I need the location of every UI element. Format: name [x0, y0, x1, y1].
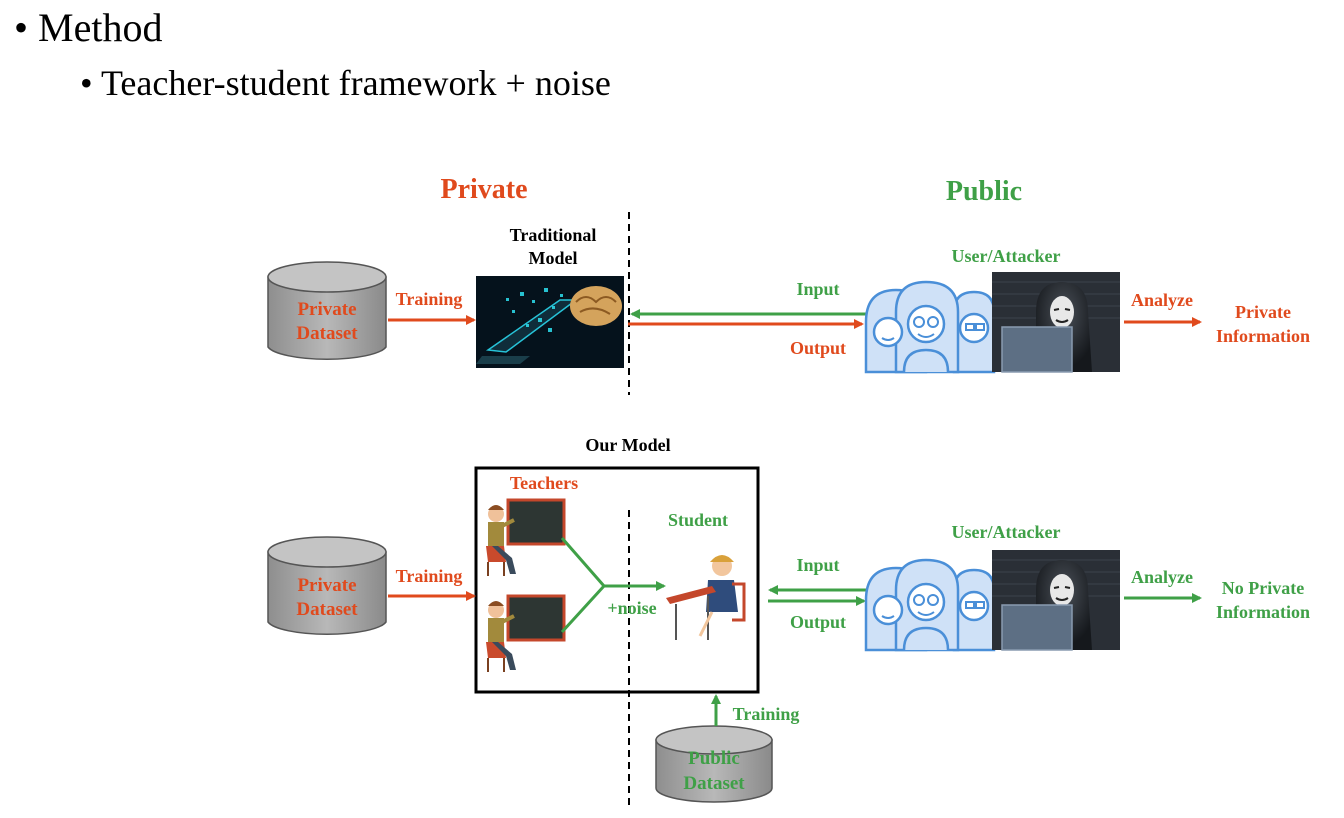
- input-label-bottom: Input: [796, 555, 839, 575]
- result-label-top-2: Information: [1216, 326, 1310, 346]
- training-label-bottom: Training: [396, 566, 463, 586]
- users-icon-top: [864, 280, 996, 374]
- private-dataset-cylinder-bottom: [267, 536, 387, 636]
- training-label-top: Training: [396, 289, 463, 309]
- hacker-icon-bottom: [991, 549, 1121, 651]
- result-label-top-1: Private: [1235, 302, 1291, 322]
- bullet-framework: • Teacher-student framework + noise: [80, 63, 611, 103]
- public-dataset-label-1: Public: [688, 748, 740, 769]
- user-attacker-label-top: User/Attacker: [952, 246, 1061, 266]
- users-icon-bottom: [864, 558, 996, 652]
- result-label-bottom-1: No Private: [1222, 578, 1304, 598]
- teacher-icon-2: [484, 594, 566, 674]
- private-dataset-label-bottom-2: Dataset: [296, 599, 358, 620]
- traditional-model-title-2: Model: [529, 248, 578, 268]
- traditional-model-image: [476, 276, 624, 368]
- private-dataset-label-top-2: Dataset: [296, 323, 358, 344]
- teachers-label: Teachers: [510, 473, 578, 493]
- our-model-title: Our Model: [585, 435, 670, 455]
- public-header: Public: [946, 176, 1022, 207]
- hacker-icon-top: [991, 271, 1121, 373]
- private-dataset-label-top-1: Private: [297, 299, 356, 320]
- result-label-bottom-2: Information: [1216, 602, 1310, 622]
- input-label-top: Input: [796, 279, 839, 299]
- public-dataset-cylinder: [655, 725, 773, 803]
- user-attacker-label-bottom: User/Attacker: [952, 522, 1061, 542]
- private-dataset-cylinder-top: [267, 261, 387, 361]
- traditional-model-title-1: Traditional: [510, 225, 597, 245]
- student-icon: [666, 555, 746, 640]
- bullet-method: • Method: [14, 5, 163, 50]
- teachers-merge-lines: [560, 537, 607, 634]
- output-label-top: Output: [790, 338, 846, 358]
- analyze-label-top: Analyze: [1131, 290, 1193, 310]
- public-training-label: Training: [733, 704, 800, 724]
- noise-label: +noise: [607, 598, 656, 618]
- output-label-bottom: Output: [790, 612, 846, 632]
- private-dataset-label-bottom-1: Private: [297, 575, 356, 596]
- teacher-icon-1: [484, 498, 566, 578]
- our-model-box: [474, 466, 760, 694]
- analyze-label-bottom: Analyze: [1131, 567, 1193, 587]
- student-label: Student: [668, 510, 728, 530]
- private-header: Private: [440, 174, 527, 205]
- public-dataset-label-2: Dataset: [683, 773, 745, 794]
